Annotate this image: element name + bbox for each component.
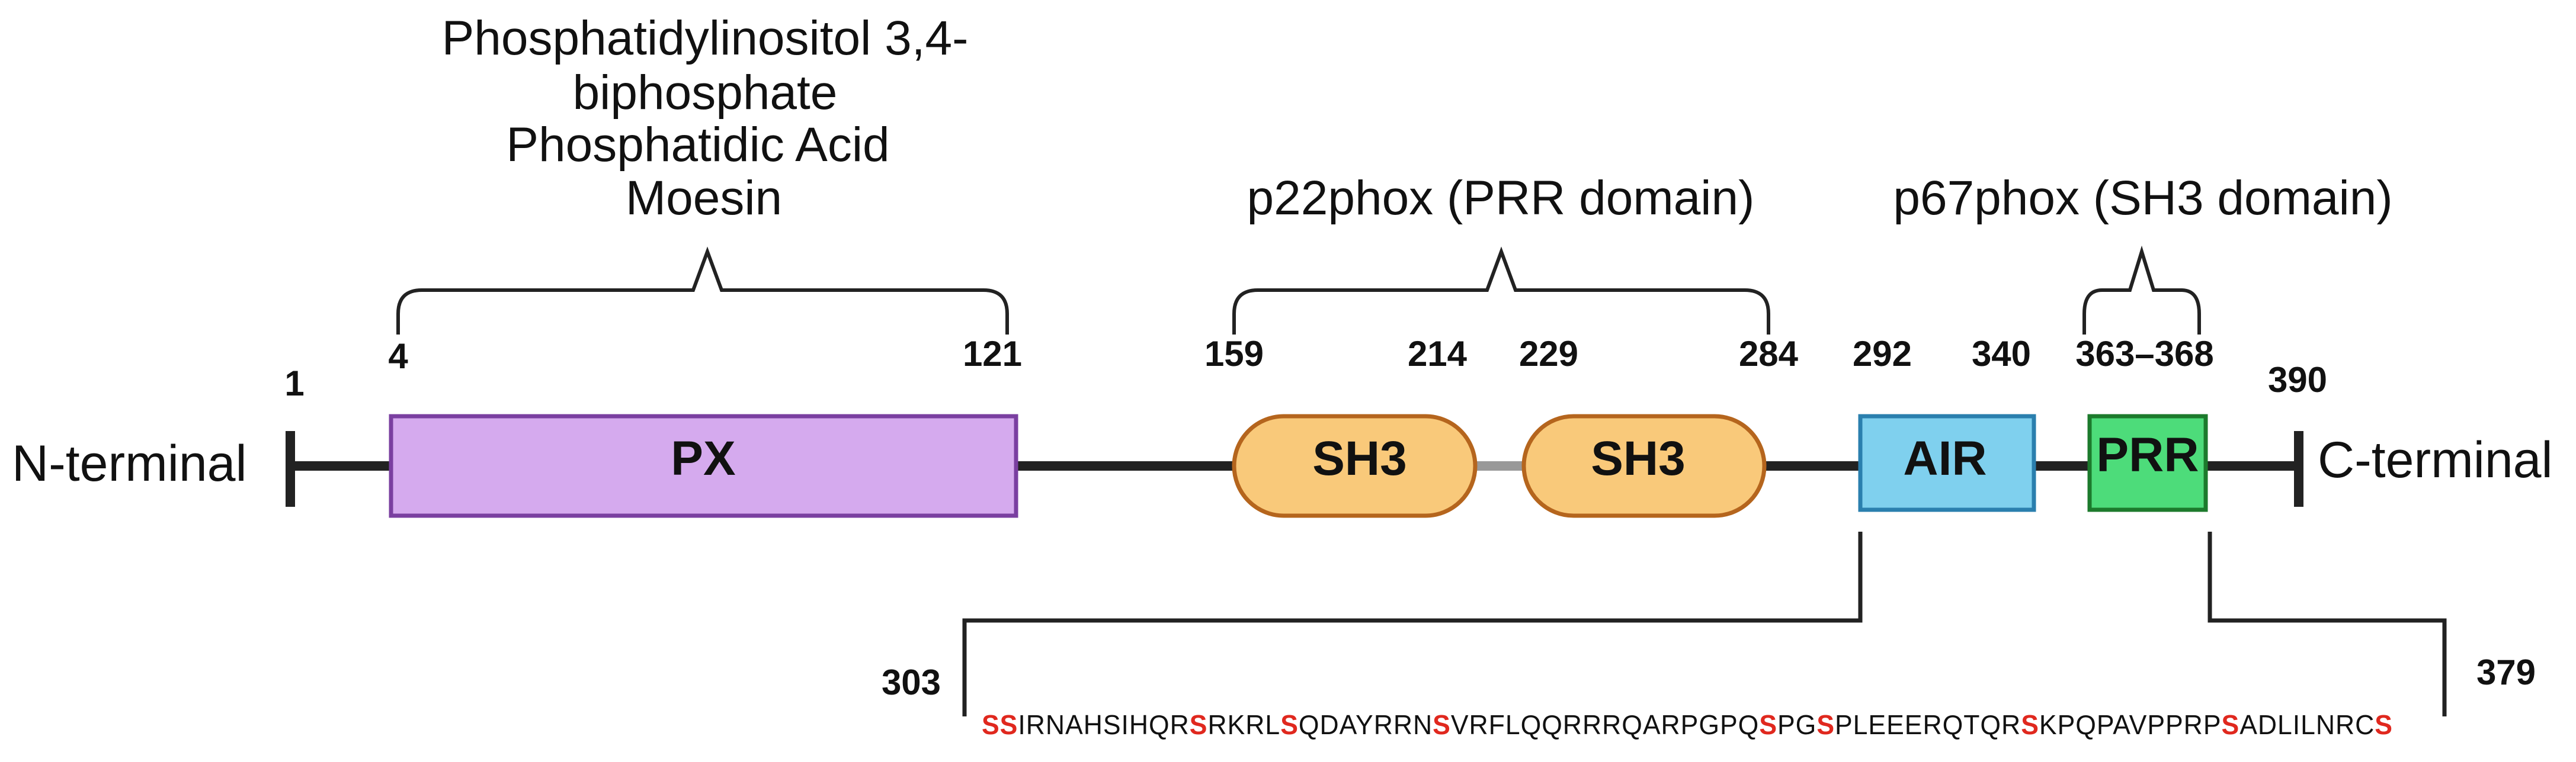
sequence-segment: KPQPAVPPRP (2039, 709, 2222, 740)
sh3-domain-1-label: SH3 (1312, 432, 1407, 486)
phospho-serine: S (1190, 709, 1208, 740)
residue-292: 292 (1853, 334, 1912, 374)
prr-partner-label: p67phox (SH3 domain) (1893, 171, 2392, 225)
sh3-brace (1232, 246, 1770, 335)
phospho-serine: S (1433, 709, 1451, 740)
px-brace (396, 246, 1009, 335)
px-partner-line-2: biphosphate (573, 66, 838, 120)
phospho-serine: S (2222, 709, 2240, 740)
sequence-start-number: 303 (882, 663, 941, 702)
px-partner-line-3: Phosphatidic Acid (506, 118, 889, 172)
sequence-segment: ADLILNRC (2239, 709, 2375, 740)
residue-1: 1 (284, 364, 304, 403)
residue-340: 340 (1972, 334, 2031, 374)
amino-acid-sequence: SSIRNAHSIHQRSRKRLSQDAYRRNSVRFLQQRRRQARPG… (982, 709, 2393, 740)
phospho-serine: S (1280, 709, 1299, 740)
px-partner-line-4: Moesin (626, 171, 782, 225)
residue-284: 284 (1739, 334, 1799, 374)
residue-4: 4 (388, 336, 408, 376)
sh3-domain-2-label: SH3 (1591, 432, 1686, 486)
prr-domain (2087, 414, 2208, 512)
air-domain-label: AIR (1903, 432, 1987, 486)
phospho-serine: S (1816, 709, 1835, 740)
residue-214: 214 (1408, 334, 1468, 374)
sequence-segment: PLEEERQTQR (1835, 709, 2021, 740)
n-terminal-label: N-terminal (12, 435, 247, 492)
sequence-segment: QDAYRRN (1299, 709, 1433, 740)
sh3-domain-2 (1521, 414, 1767, 518)
residue-229: 229 (1519, 334, 1578, 374)
sequence-segment: PG (1777, 709, 1816, 740)
sequence-segment: IRNAHSIHQR (1018, 709, 1189, 740)
sequence-connector-left (962, 532, 1863, 716)
px-domain-label: PX (671, 432, 735, 486)
residue-390: 390 (2268, 360, 2327, 400)
sh3-partner-label: p22phox (PRR domain) (1247, 171, 1755, 225)
residue-159: 159 (1204, 334, 1264, 374)
c-terminal-label: C-terminal (2318, 432, 2553, 488)
phospho-serine: S (2021, 709, 2039, 740)
sequence-end-number: 379 (2476, 652, 2536, 692)
phospho-serine: S (2375, 709, 2393, 740)
px-domain (389, 414, 1018, 518)
phospho-serine: S (1759, 709, 1777, 740)
sequence-segment: RKRL (1207, 709, 1280, 740)
residue-121: 121 (963, 334, 1022, 374)
sh3-domain-1 (1232, 414, 1478, 518)
phospho-serine: SS (982, 709, 1018, 740)
air-domain (1858, 414, 2036, 512)
prr-brace (2082, 245, 2201, 335)
prr-domain-label: PRR (2096, 428, 2199, 482)
sequence-connector-right (2207, 532, 2447, 716)
residue-363-368: 363–368 (2075, 334, 2214, 374)
px-partner-line-1: Phosphatidylinositol 3,4- (442, 11, 969, 65)
sequence-segment: VRFLQQRRRQARPGPQ (1451, 709, 1759, 740)
